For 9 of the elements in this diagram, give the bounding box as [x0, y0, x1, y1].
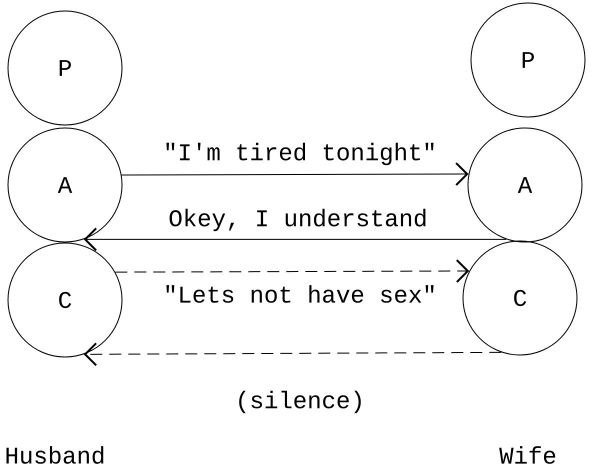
arrow	[84, 342, 502, 366]
edge-label: Okey, I understand	[170, 208, 426, 232]
edge-label: "I'm tired tonight"	[166, 142, 434, 166]
edge-label: "Lets not have sex"	[166, 285, 434, 303]
person-label: Husband	[6, 446, 104, 464]
arrow	[114, 259, 470, 283]
person-label: Wife	[499, 446, 556, 464]
edge-label: (silence)	[239, 390, 361, 414]
arrow	[121, 162, 469, 186]
